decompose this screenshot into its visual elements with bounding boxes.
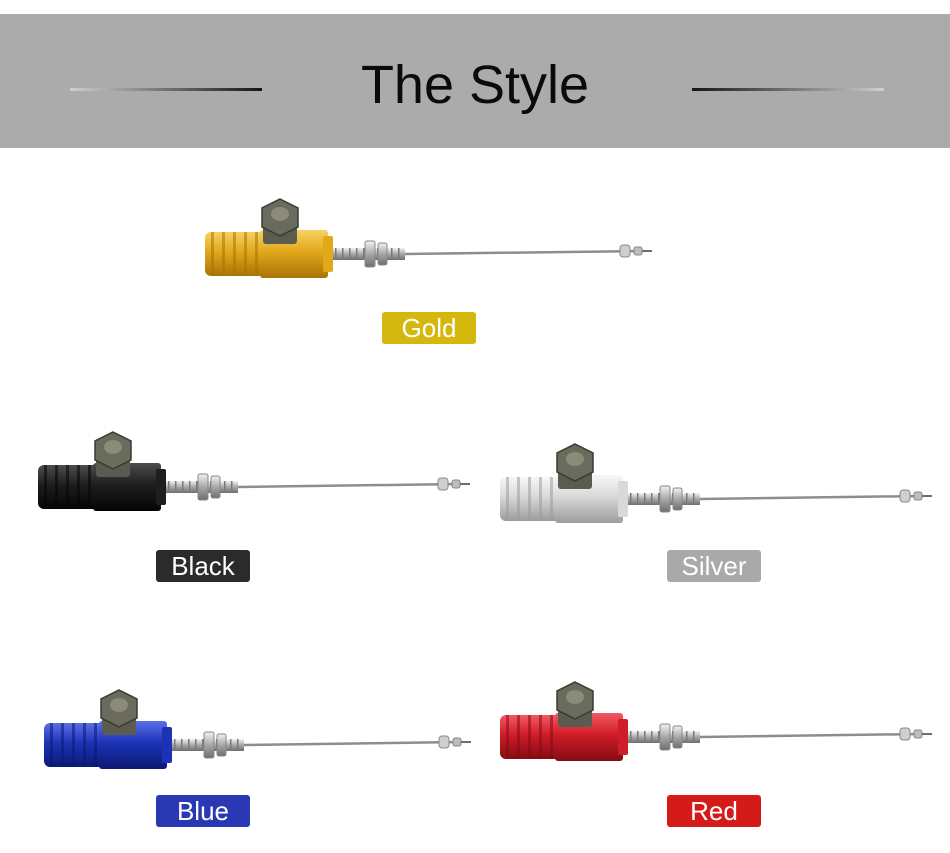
product-red[interactable] — [500, 675, 940, 775]
clutch-cylinder-silver-image — [500, 443, 932, 523]
clutch-cylinder-red-image — [500, 681, 932, 761]
product-silver[interactable] — [500, 437, 940, 537]
product-gold[interactable] — [205, 192, 660, 292]
product-black[interactable] — [38, 425, 478, 525]
decorative-rule-left — [70, 88, 262, 91]
color-badge-blue[interactable]: Blue — [156, 795, 250, 827]
clutch-cylinder-blue-image — [44, 689, 471, 769]
color-badge-silver[interactable]: Silver — [667, 550, 761, 582]
clutch-cylinder-gold-image — [205, 198, 652, 278]
header-banner: The Style — [0, 14, 950, 148]
color-badge-black[interactable]: Black — [156, 550, 250, 582]
decorative-rule-right — [692, 88, 884, 91]
color-badge-gold[interactable]: Gold — [382, 312, 476, 344]
page-title: The Style — [360, 55, 590, 115]
color-badge-red[interactable]: Red — [667, 795, 761, 827]
clutch-cylinder-black-image — [38, 431, 470, 511]
product-blue[interactable] — [44, 683, 479, 783]
